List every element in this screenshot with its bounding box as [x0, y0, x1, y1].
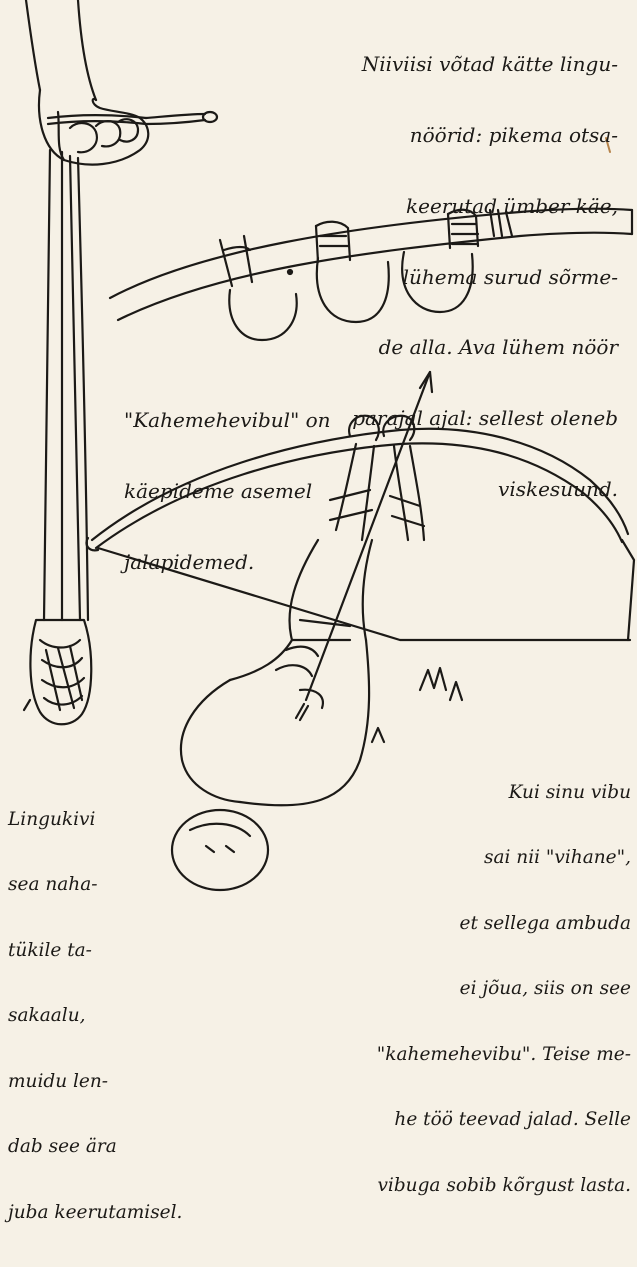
caption-line: sakaalu, — [8, 1005, 182, 1027]
caption-line: lühema surud sõrme- — [168, 266, 618, 290]
caption-line: Lingukivi — [8, 809, 182, 831]
caption-line: he töö teevad jalad. Selle — [377, 1109, 631, 1131]
caption-line: juba keerutamisel. — [8, 1202, 182, 1224]
caption-line: de alla. Ava lühem nöör — [168, 336, 618, 360]
caption-line: et sellega ambuda — [377, 913, 631, 935]
caption-line: Niiviisi võtad kätte lingu- — [168, 53, 618, 77]
caption-line: jalapidemed. — [124, 551, 331, 575]
caption-line: vibuga sobib kõrgust lasta. — [377, 1175, 631, 1197]
caption-line: "Kahemehevibul" on — [124, 409, 331, 433]
caption-two-man-bow-description: Kui sinu vibu sai nii "vihane", et selle… — [377, 738, 631, 1240]
caption-two-man-bow-title: "Kahemehevibul" on käepideme asemel jala… — [124, 362, 331, 622]
caption-line: dab see ära — [8, 1136, 182, 1158]
caption-line: sea naha- — [8, 874, 182, 896]
caption-line: muidu len- — [8, 1071, 182, 1093]
caption-line: sai nii "vihane", — [377, 847, 631, 869]
illustrated-page: Niiviisi võtad kätte lingu- nöörid: pike… — [0, 0, 637, 938]
caption-line: "kahemehevibu". Teise me- — [377, 1044, 631, 1066]
caption-line: nöörid: pikema otsa- — [168, 124, 618, 148]
caption-line: ei jõua, siis on see — [377, 978, 631, 1000]
caption-line: käepideme asemel — [124, 480, 331, 504]
caption-line: Kui sinu vibu — [377, 782, 631, 804]
caption-sling-stone: Lingukivi sea naha- tükile ta- sakaalu, … — [8, 765, 182, 1267]
caption-line: keerutad ümber käe, — [168, 195, 618, 219]
caption-line: tükile ta- — [8, 940, 182, 962]
